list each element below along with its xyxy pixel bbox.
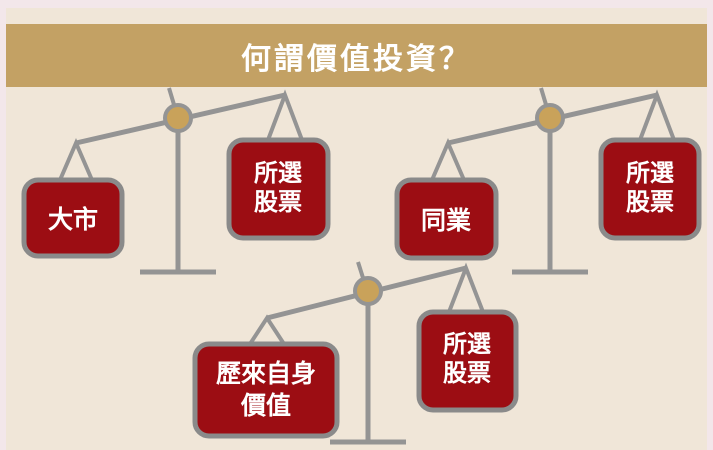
page-title: 何謂價值投資？ bbox=[241, 41, 472, 77]
scale-1-left-box bbox=[21, 177, 125, 259]
scale-3-left-label-line-2: 價值 bbox=[240, 391, 291, 420]
scale-3-left-box bbox=[192, 341, 340, 439]
scale-3-right-label-line-2: 股票 bbox=[443, 359, 491, 387]
scale-3-left-label-line-1: 歷來自身 bbox=[216, 359, 316, 388]
scale-1-left-label: 大市 bbox=[48, 205, 98, 234]
scale-2-right-label-line-2: 股票 bbox=[626, 188, 674, 216]
scale-3-right-hanger bbox=[447, 262, 485, 313]
scale-2-left-hanger bbox=[430, 137, 466, 181]
scale-2-pivot bbox=[535, 103, 565, 133]
scale-3-left-hanger bbox=[248, 314, 286, 346]
scale-1-pivot bbox=[163, 103, 193, 133]
scale-1-right-hanger bbox=[266, 89, 304, 141]
scale-1-right-label-line-2: 股票 bbox=[254, 188, 302, 216]
scale-1-left-hanger bbox=[58, 137, 94, 181]
scale-3-right-box bbox=[416, 309, 519, 413]
balance-scale-1: 大市 所選 股票 bbox=[21, 87, 331, 275]
title-banner: 何謂價值投資？ bbox=[6, 24, 707, 87]
scale-3-pivot bbox=[353, 276, 383, 306]
scale-2-right-hanger bbox=[638, 89, 676, 141]
scale-2-right-label-line-1: 所選 bbox=[626, 159, 674, 187]
balance-scale-3: 歷來自身 價值 所選 股票 bbox=[192, 261, 519, 445]
scale-2-right-box bbox=[598, 137, 702, 241]
scale-2-left-box bbox=[394, 177, 499, 261]
scale-1-right-label-line-1: 所選 bbox=[254, 159, 302, 187]
scale-3-right-label-line-1: 所選 bbox=[443, 330, 491, 358]
balance-scale-2: 同業 所選 股票 bbox=[394, 87, 702, 275]
scale-2-left-label: 同業 bbox=[421, 206, 471, 235]
scale-1-right-box bbox=[226, 137, 331, 241]
